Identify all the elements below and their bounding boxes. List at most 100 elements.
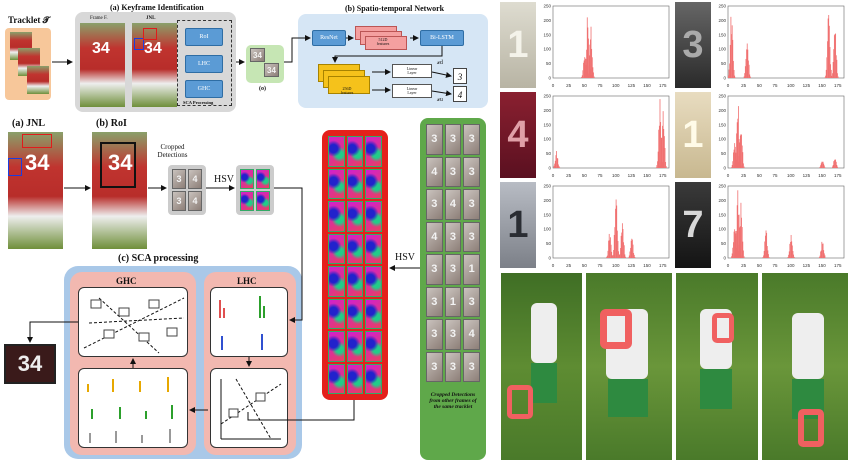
hist-bar	[731, 34, 732, 78]
hist-bar	[617, 240, 619, 258]
hist-y-tick-label: 200	[543, 198, 551, 203]
hist-bar	[741, 217, 742, 258]
hist-x-tick-label: 50	[757, 263, 763, 268]
hist-bar	[737, 190, 739, 258]
hist-bar	[659, 165, 661, 168]
other-frames-caption: Cropped Detections from other frames of …	[429, 392, 477, 411]
hist-bar	[829, 47, 831, 78]
hist-bar	[832, 166, 833, 168]
hist-bar	[658, 129, 660, 168]
hist-x-tick-label: 125	[628, 83, 636, 88]
hist-bar	[734, 146, 736, 168]
hist-bar	[837, 73, 838, 78]
hist-bar	[747, 49, 749, 78]
a-jnl-label: (a) JNL	[12, 118, 46, 129]
hist-bar	[581, 75, 583, 78]
hist-bar	[556, 157, 558, 168]
hist-bar	[748, 64, 750, 78]
keyframe-player-1	[80, 23, 125, 107]
hist-y-tick-label: 0	[548, 76, 551, 81]
hist-bar	[663, 128, 665, 168]
hist-y-tick-label: 200	[718, 198, 726, 203]
hist-x-tick-label: 100	[612, 83, 620, 88]
hist-bar	[822, 161, 823, 168]
hist-bar	[736, 165, 738, 168]
hist-bar	[741, 134, 742, 168]
hist-bar	[608, 233, 610, 258]
hist-bar	[584, 57, 586, 78]
lhc-scatter-box	[210, 368, 288, 448]
hist-digit-4: 1	[675, 92, 711, 178]
output-digit-3-text: 3	[457, 72, 463, 82]
hist-bar	[762, 257, 764, 258]
hist-bar	[632, 244, 634, 258]
hist-bar	[748, 60, 749, 78]
hist-bar	[728, 69, 730, 78]
hist-bar	[629, 251, 631, 258]
hist-bar	[743, 166, 745, 168]
hist-bar	[837, 76, 839, 78]
hist-y-tick-label: 150	[718, 212, 726, 217]
hist-bar	[591, 48, 593, 78]
hist-bar	[763, 251, 765, 258]
hist-bar	[608, 240, 609, 258]
hist-bar	[583, 60, 585, 78]
hist-bar	[827, 18, 829, 78]
hist-bar	[743, 250, 744, 258]
hist-bar	[586, 49, 588, 78]
hist-bar	[738, 214, 740, 258]
hist-bar	[615, 199, 617, 258]
hist-bar	[835, 161, 837, 168]
features-512-label: 512D features	[376, 37, 390, 47]
ghc-scatter-svg	[83, 297, 185, 354]
hist-x-tick-label: 100	[787, 173, 795, 178]
hist-bar	[621, 232, 623, 258]
hist-bar	[743, 163, 744, 168]
hist-bar	[824, 255, 826, 258]
hist-bar	[791, 245, 793, 258]
hist-bar	[618, 255, 620, 258]
hist-bar	[820, 251, 821, 258]
hist-bar	[618, 256, 620, 258]
hist-bar	[733, 152, 734, 168]
hist-y-tick-label: 50	[546, 61, 552, 66]
hist-frame	[552, 95, 670, 169]
linear-layer-1: Linear Layer	[392, 64, 432, 78]
hist-bar	[633, 254, 635, 258]
hist-y-tick-label: 150	[543, 122, 551, 127]
hist-bar	[825, 75, 826, 78]
jnl-small-label: JNL	[146, 16, 156, 21]
hist-bar	[582, 70, 584, 78]
hist-x-tick-label: 75	[598, 263, 604, 268]
hist-bar	[586, 75, 588, 78]
hist-y-tick-label: 100	[543, 137, 551, 142]
hist-bar	[835, 159, 837, 168]
hist-bar	[614, 227, 616, 258]
hist-bar	[632, 239, 633, 258]
hist-bar	[593, 76, 595, 78]
hist-bar	[833, 35, 835, 78]
hist-y-tick-label: 200	[718, 108, 726, 113]
hist-bar	[749, 76, 751, 78]
linear-layer-2: Linear Layer	[392, 84, 432, 98]
hist-bar	[820, 163, 822, 168]
hist-bar	[736, 133, 737, 168]
hist-bar	[738, 250, 739, 258]
hist-bar	[735, 152, 737, 168]
hist-x-tick-label: 50	[757, 83, 763, 88]
hist-bar	[731, 256, 732, 258]
hist-bar	[584, 58, 586, 78]
hist-bar	[823, 253, 825, 258]
hist-bar	[788, 254, 789, 258]
hist-y-tick-label: 150	[543, 32, 551, 37]
hist-bar	[659, 99, 661, 168]
hist-x-tick-label: 100	[612, 173, 620, 178]
hist-bar	[585, 64, 587, 78]
jnl-box-red	[143, 28, 157, 40]
hist-y-tick-label: 250	[718, 94, 726, 99]
hist-bar	[588, 73, 589, 78]
hist-x-tick-label: 125	[803, 263, 811, 268]
feature-stack-256	[318, 64, 373, 98]
